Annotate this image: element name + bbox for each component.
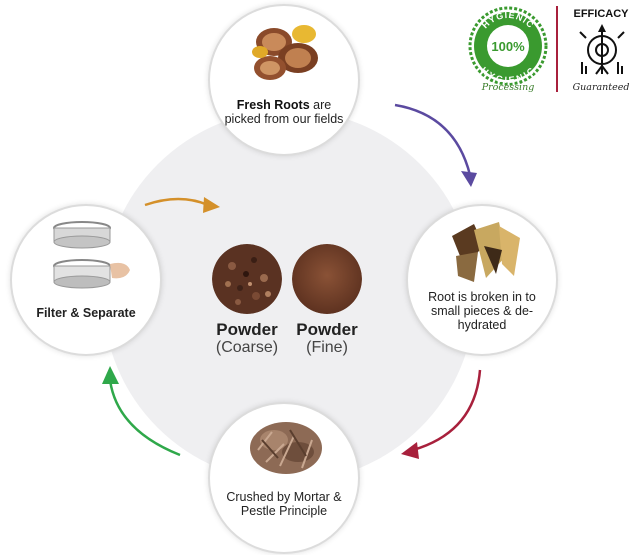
fresh-roots-image (252, 25, 318, 80)
arrow-bottom-right (401, 369, 482, 459)
crushed-text: Crushed by Mortar & Pestle Principle (226, 490, 342, 518)
efficacy-title: EFFICACY (573, 8, 629, 20)
fine-label: Powder (Fine) (282, 320, 372, 357)
step-filter-separate: Filter & Separate (10, 204, 162, 356)
step-crushed: Crushed by Mortar & Pestle Principle (208, 402, 360, 554)
hygienic-seal-icon: HYGIENIC HYGIENIC 100% (468, 6, 548, 86)
dried-root-pieces-image (452, 222, 520, 282)
target-arrow-icon (579, 24, 625, 75)
coarse-sub: (Coarse) (215, 339, 279, 356)
coarse-label: Powder (Coarse) (202, 320, 292, 357)
step-fresh-roots: Fresh Roots are picked from our fields (208, 4, 360, 156)
fine-powder-image (292, 244, 362, 314)
fine-sub: (Fine) (306, 339, 348, 356)
arrow-bottom-left (102, 366, 181, 457)
badge-divider (556, 6, 558, 92)
fine-title: Powder (296, 320, 358, 339)
efficacy-caption: Guaranteed (572, 82, 630, 93)
coarse-powder-image (212, 244, 282, 314)
broken-text: Root is broken in to small pieces & de-h… (428, 290, 536, 332)
crushed-root-image (250, 422, 322, 474)
arrow-top-right (394, 103, 477, 187)
fresh-roots-bold: Fresh Roots (236, 98, 310, 112)
sieve-image (53, 221, 130, 289)
filter-text: Filter & Separate (36, 306, 136, 320)
step-broken-dehydrated: Root is broken in to small pieces & de-h… (406, 204, 558, 356)
arrow-top-left (144, 197, 220, 213)
fresh-roots-text: are picked from our fields (224, 98, 344, 126)
hygienic-center-text: 100% (491, 39, 525, 54)
coarse-title: Powder (216, 320, 278, 339)
hygienic-caption: Processing (481, 82, 535, 93)
